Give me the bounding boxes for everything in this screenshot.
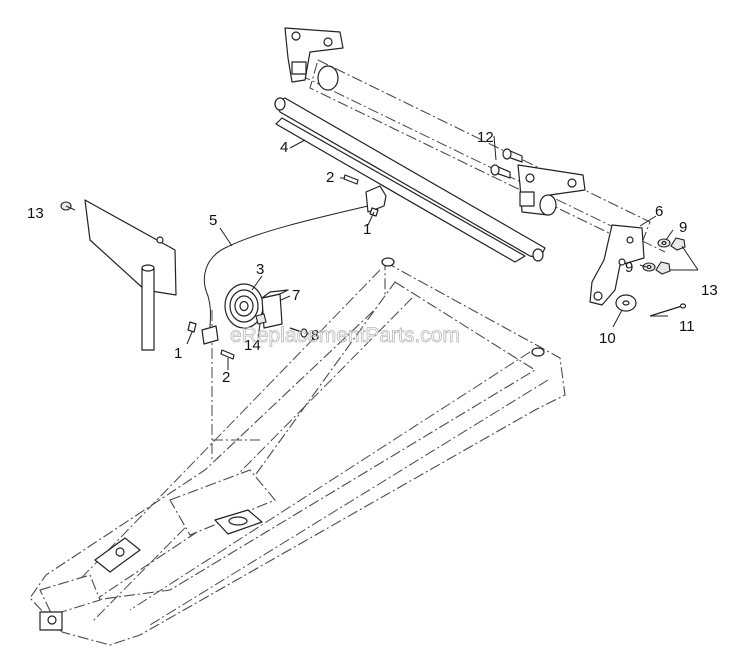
axle-tube (284, 27, 666, 253)
part-2-pin-lower (220, 349, 235, 360)
callout-9-upper: 9 (679, 219, 687, 236)
callout-14: 14 (244, 337, 261, 354)
part-12-bolts (490, 148, 523, 179)
callout-1-upper: 1 (363, 221, 371, 238)
callout-11: 11 (679, 318, 695, 335)
callout-2-lower: 2 (222, 369, 230, 386)
watermark: eReplacementParts.com (230, 324, 460, 347)
part-8-bolt (289, 327, 308, 338)
callout-10: 10 (599, 330, 616, 347)
part-2-pin-upper (343, 174, 359, 185)
callout-1-lower: 1 (174, 345, 182, 362)
callout-9-lower: 9 (625, 259, 633, 276)
callout-7: 7 (292, 287, 300, 304)
a-frame-tongue (29, 257, 566, 646)
leader-lines (65, 135, 699, 370)
callout-6: 6 (655, 203, 663, 220)
callout-4: 4 (280, 139, 288, 156)
part-1-pin-lower (187, 321, 197, 333)
callouts: 13 4 2 1 5 3 7 1 2 14 8 12 6 9 9 13 10 1… (27, 129, 718, 386)
part-14-nut (255, 313, 267, 325)
callout-2-upper: 2 (326, 169, 334, 186)
left-plate (60, 199, 177, 351)
part-10-washer (615, 294, 637, 312)
callout-12: 12 (477, 129, 494, 146)
part-9-13-right-hardware (642, 237, 686, 275)
part-3-pulley (224, 283, 264, 329)
callout-13-right: 13 (701, 282, 718, 299)
callout-3: 3 (256, 261, 264, 278)
part-6-right-plate (589, 224, 645, 306)
callout-5: 5 (209, 212, 217, 229)
part-5-cable (201, 185, 387, 345)
callout-13-left: 13 (27, 205, 44, 222)
part-11-pin (649, 303, 687, 317)
callout-8: 8 (311, 327, 319, 344)
part-4-pivot-rod (274, 97, 546, 263)
